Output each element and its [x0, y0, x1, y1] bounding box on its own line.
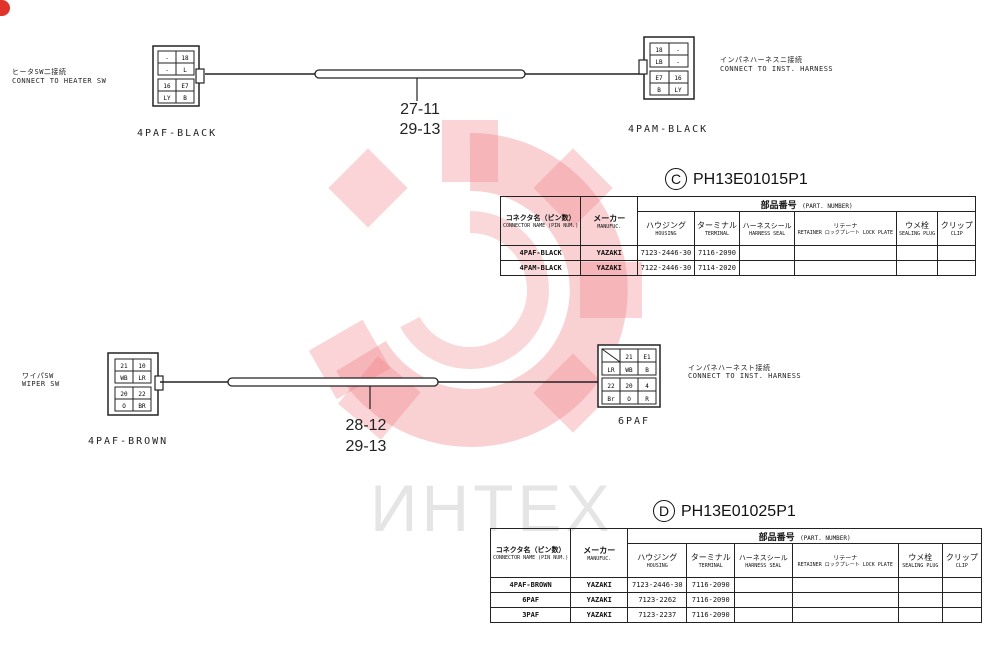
wire-number-3: 28-12 — [345, 417, 387, 434]
diagram-code-d: D PH13E01025P1 — [653, 500, 796, 522]
svg-text:LR: LR — [607, 367, 615, 374]
right-note-en: CONNECT TO INST. HARNESS — [720, 65, 834, 73]
svg-text:-: - — [165, 55, 169, 62]
svg-text:20: 20 — [120, 391, 128, 398]
svg-text:E7: E7 — [655, 75, 663, 82]
parts-table-d: コネクタ名（ピン数）CONNECTOR NAME (PIN NUM.) メーカー… — [489, 528, 983, 623]
svg-text:B: B — [657, 87, 661, 94]
connector-name-brown: 4PAF-BROWN — [88, 436, 169, 447]
inst-note-jp: インパネハーネスト接続 — [688, 364, 771, 372]
connector-name-6paf: 6PAF — [618, 416, 651, 427]
wiper-note-jp: ワイパSW — [22, 372, 54, 380]
wire-number-1: 27-11 — [400, 101, 440, 118]
svg-text:B: B — [183, 95, 187, 102]
right-note-jp: インパネハーネスニ接続 — [720, 56, 803, 64]
svg-text:21: 21 — [625, 354, 633, 361]
connector-4paf-black: - 18 - L 16 E7 LY B — [152, 45, 205, 107]
svg-text:20: 20 — [625, 383, 633, 390]
parts-table-c: コネクタ名（ピン数）CONNECTOR NAME (PIN NUM.) メーカー… — [499, 196, 976, 276]
header-part-number: 部品番号 (PART. NUMBER) — [637, 196, 976, 212]
svg-text:O: O — [122, 403, 126, 410]
wiper-note-en: WIPER SW — [22, 380, 60, 388]
svg-text:L: L — [183, 67, 187, 74]
svg-text:LY: LY — [674, 87, 682, 94]
table-row: 6PAF YAZAKI 7123-2262 7116-2090 — [489, 592, 983, 608]
table-row: 3PAF YAZAKI 7123-2237 7116-2090 — [489, 607, 983, 623]
left-note-jp: ヒータSW二接続 — [12, 68, 67, 76]
svg-text:4: 4 — [645, 383, 649, 390]
code-text-d: PH13E01025P1 — [681, 503, 796, 520]
svg-text:-: - — [676, 59, 680, 66]
svg-text:E7: E7 — [181, 83, 189, 90]
svg-text:Br: Br — [607, 396, 615, 403]
svg-text:BR: BR — [138, 403, 146, 410]
wire-number-4: 29-13 — [345, 438, 387, 455]
inst-note-en: CONNECT TO INST. HARNESS — [688, 372, 802, 380]
svg-text:18: 18 — [655, 47, 663, 54]
harness-wire-d — [160, 377, 600, 409]
svg-text:LB: LB — [655, 59, 663, 66]
table-row: 4PAF-BLACK YAZAKI 7123-2446-30 7116-2090 — [499, 245, 976, 261]
svg-text:WB: WB — [120, 375, 128, 382]
svg-text:O: O — [627, 396, 631, 403]
svg-text:E1: E1 — [643, 354, 651, 361]
svg-text:16: 16 — [674, 75, 682, 82]
left-note-en: CONNECT TO HEATER SW — [12, 77, 107, 85]
svg-text:-: - — [165, 67, 169, 74]
code-text-c: PH13E01015P1 — [693, 171, 808, 188]
header-part-number: 部品番号 (PART. NUMBER) — [627, 528, 982, 544]
table-row: 4PAM-BLACK YAZAKI 7122-2446-30 7114-2020 — [499, 260, 976, 276]
connector-4paf-brown: 21 10 WB LR 20 22 O BR — [107, 352, 164, 416]
code-letter-d: D — [653, 500, 675, 522]
connector-name-right: 4PAM-BLACK — [628, 124, 709, 135]
svg-text:22: 22 — [607, 383, 615, 390]
corner-logo — [0, 0, 10, 16]
svg-text:LR: LR — [138, 375, 146, 382]
header-connector: コネクタ名（ピン数）CONNECTOR NAME (PIN NUM.) — [489, 528, 572, 578]
code-letter-c: C — [665, 168, 687, 190]
connector-name-left: 4PAF-BLACK — [137, 128, 218, 139]
connector-6paf: 21 E1 LR WB B 22 20 4 Br O R — [597, 344, 661, 408]
harness-wire-c — [205, 69, 645, 101]
diagram-code-c: C PH13E01015P1 — [665, 168, 808, 190]
svg-text:-: - — [676, 47, 680, 54]
table-row: 4PAF-BROWN YAZAKI 7123-2446-30 7116-2090 — [489, 577, 983, 593]
wire-number-2: 29-13 — [399, 121, 441, 138]
svg-text:WB: WB — [625, 367, 633, 374]
svg-text:10: 10 — [138, 363, 146, 370]
svg-text:21: 21 — [120, 363, 128, 370]
header-connector: コネクタ名（ピン数）CONNECTOR NAME (PIN NUM.) — [499, 196, 582, 246]
svg-text:16: 16 — [163, 83, 171, 90]
svg-text:22: 22 — [138, 391, 146, 398]
svg-text:LY: LY — [163, 95, 171, 102]
svg-text:18: 18 — [181, 55, 189, 62]
svg-text:R: R — [645, 396, 649, 403]
svg-text:B: B — [645, 367, 649, 374]
connector-4pam-black: 18 - LB - E7 16 B LY — [638, 36, 695, 100]
